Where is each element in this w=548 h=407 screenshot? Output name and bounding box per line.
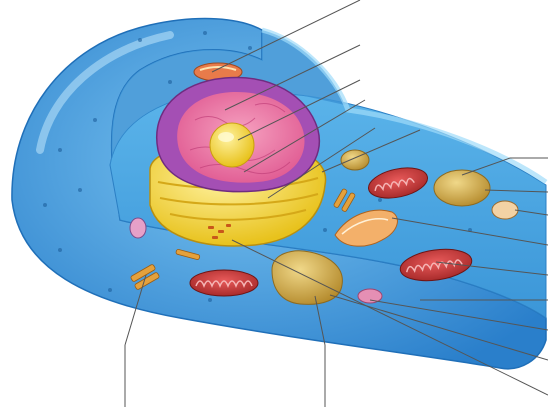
vesicle-small-3 [492,201,518,219]
vesicle-small-1 [341,150,369,170]
vesicle-small-2 [130,218,146,238]
vacuole-right [434,170,490,206]
lysosome [358,289,382,303]
mitochondrion-3 [190,270,258,296]
nucleolus [210,123,254,167]
